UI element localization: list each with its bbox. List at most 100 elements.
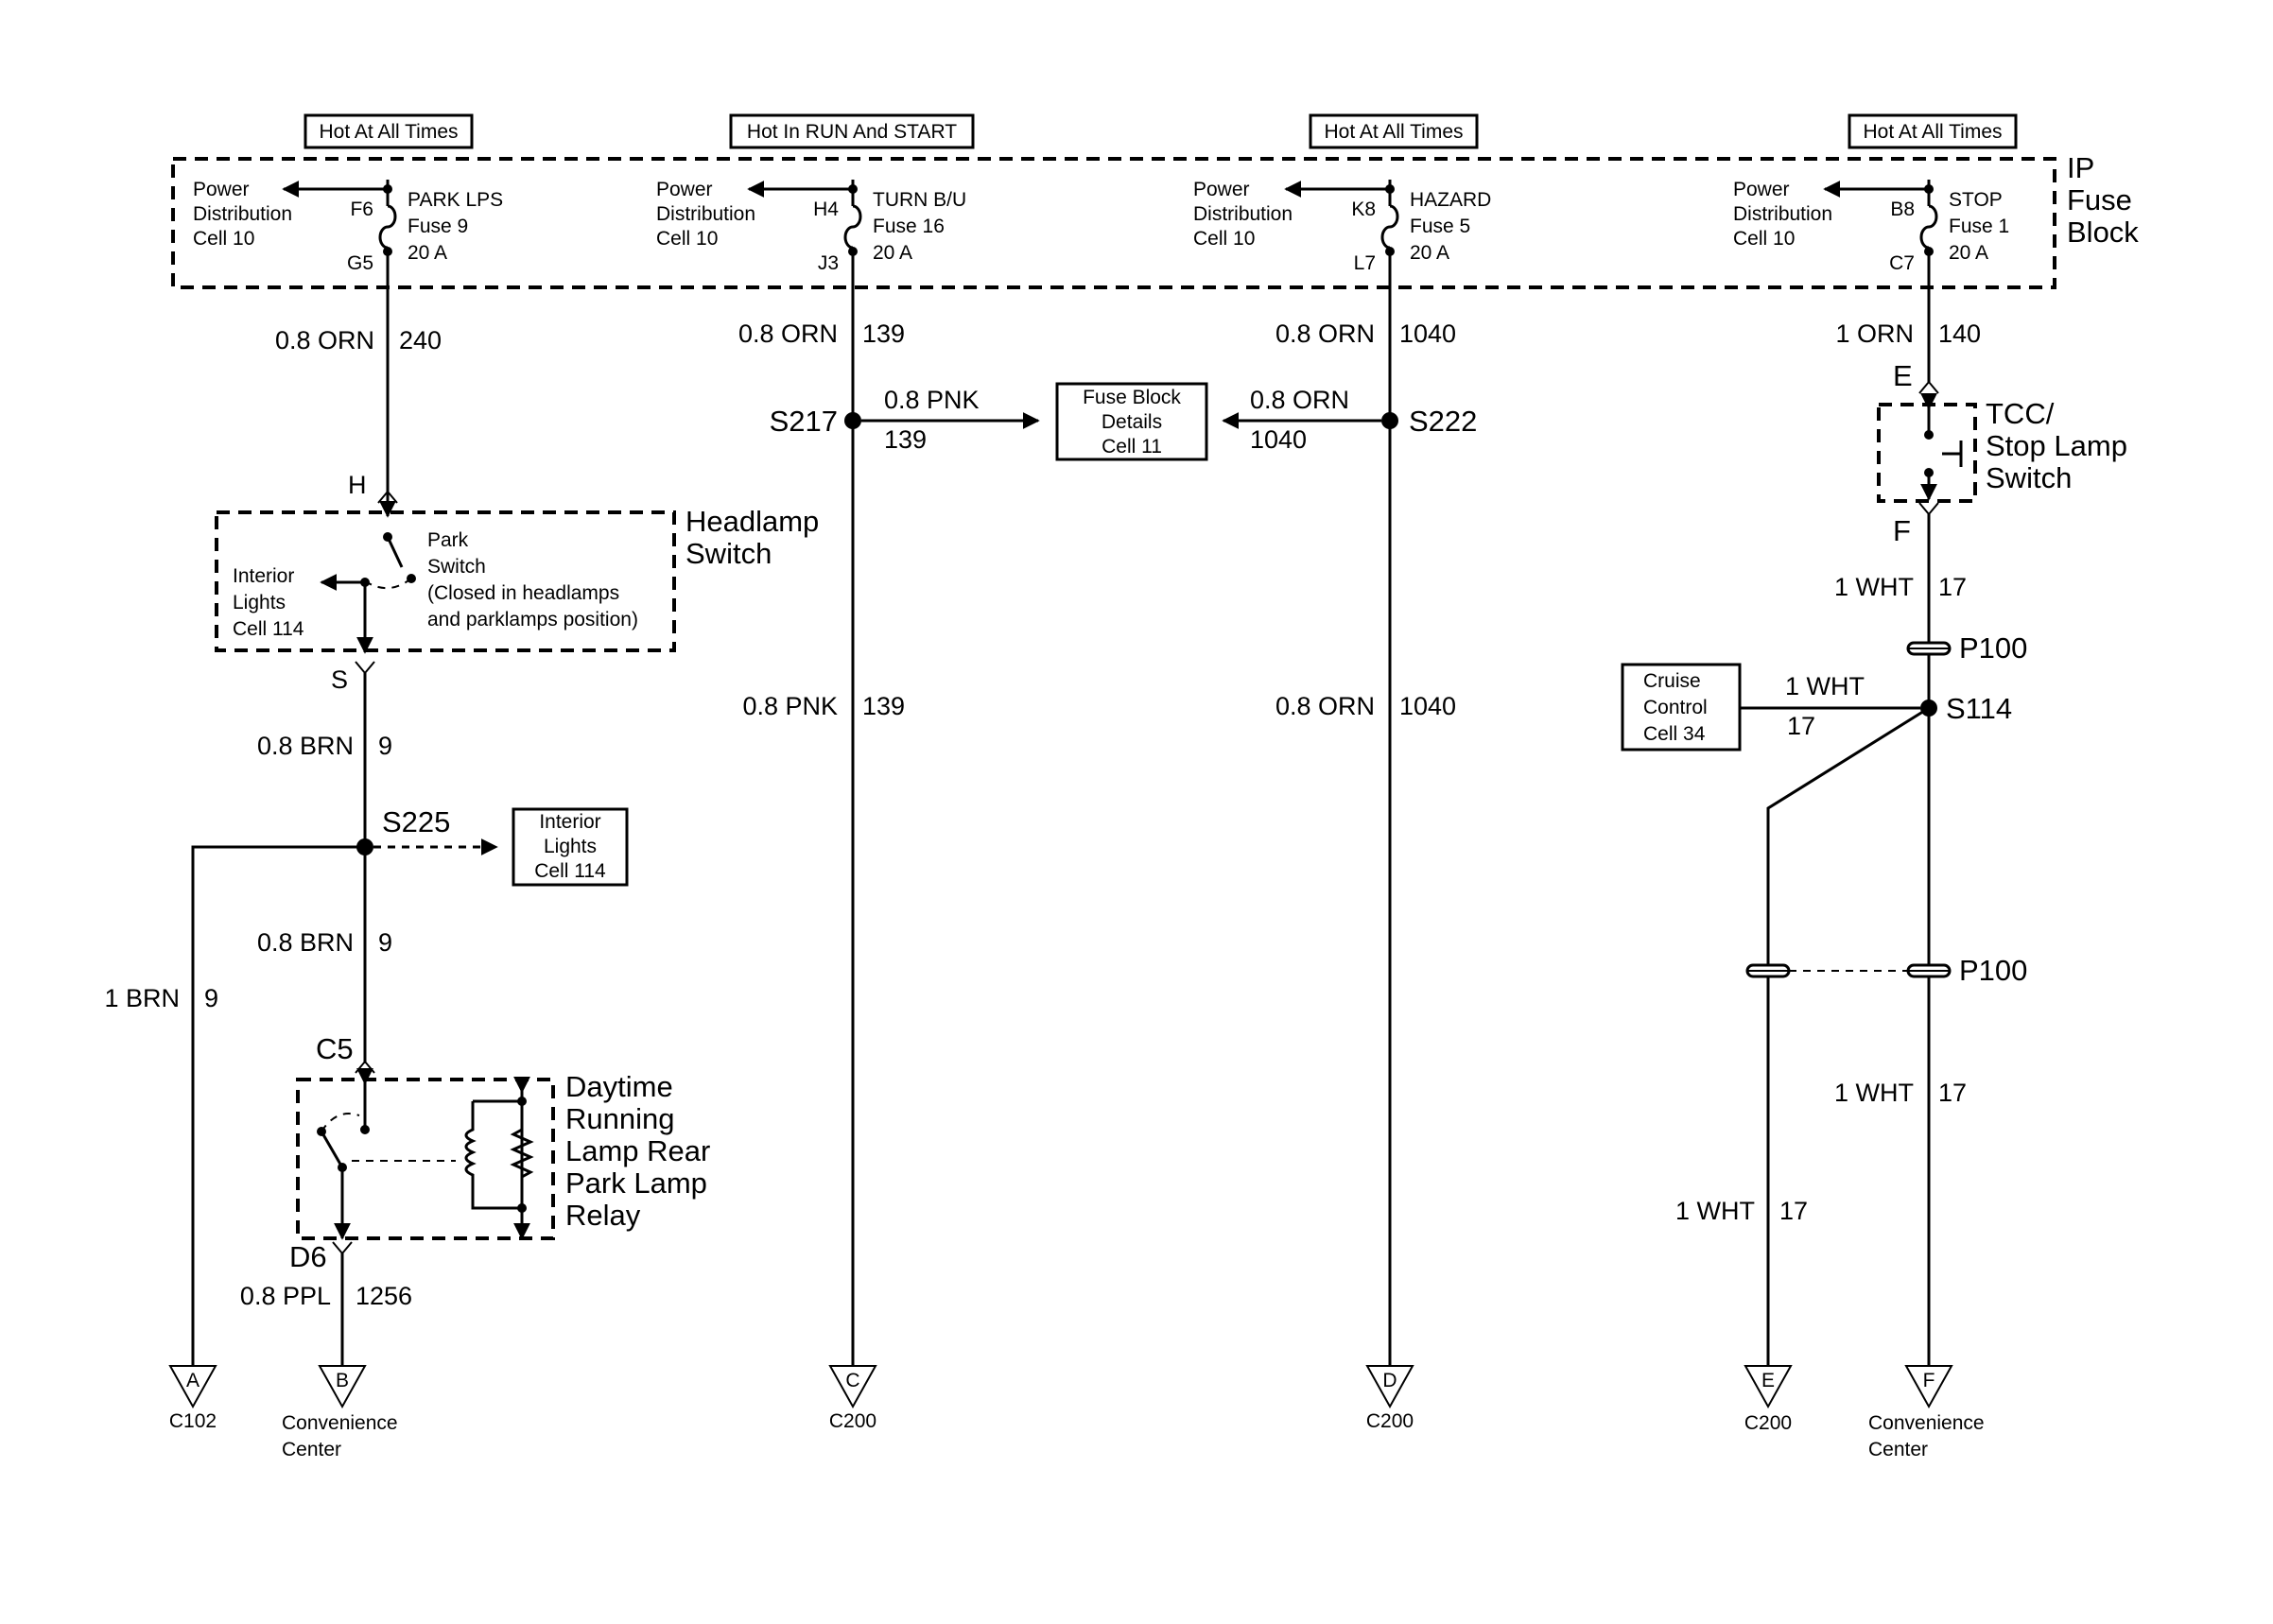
interior-lights-ref: Interior Lights Cell 114: [512, 807, 629, 887]
svg-text:C200: C200: [1366, 1410, 1414, 1432]
svg-text:Center: Center: [1868, 1439, 1928, 1460]
svg-text:B8: B8: [1890, 199, 1915, 220]
connector-s: S: [331, 661, 375, 694]
headlamp-switch: Headlamp Switch Interior Lights Cell 114…: [215, 500, 819, 654]
connector-f: F: [1893, 502, 1939, 547]
svg-text:C7: C7: [1889, 252, 1915, 274]
terminal-d-c200: D C200: [1365, 1365, 1414, 1432]
svg-text:Interior: Interior: [539, 811, 600, 833]
svg-text:S114: S114: [1946, 692, 2012, 725]
terminal-b-convenience-center: B Convenience Center: [282, 1365, 398, 1460]
splice-s114: S114 1 WHT 17: [1721, 672, 2012, 1366]
svg-text:Distribution: Distribution: [1733, 203, 1832, 225]
svg-text:Distribution: Distribution: [193, 203, 292, 225]
splice-s222: S222 0.8 ORN 1040: [1222, 386, 1477, 454]
svg-text:Distribution: Distribution: [656, 203, 755, 225]
connector-e: E: [1893, 359, 1939, 394]
svg-text:PARK LPS: PARK LPS: [408, 189, 503, 211]
svg-text:0.8 BRN: 0.8 BRN: [257, 732, 354, 760]
tcc-stop-lamp-switch: TCC/ Stop Lamp Switch: [1877, 392, 2127, 503]
svg-text:20 A: 20 A: [408, 242, 447, 264]
svg-text:Cruise: Cruise: [1643, 670, 1701, 692]
wire-label-9-left: 1 BRN 9: [104, 984, 218, 1012]
svg-text:Fuse 16: Fuse 16: [873, 216, 945, 237]
svg-text:1 ORN: 1 ORN: [1835, 320, 1914, 348]
terminal-c-c200: C C200: [828, 1365, 877, 1432]
splice-s217: S217 0.8 PNK 139: [770, 386, 1040, 454]
svg-text:Fuse 1: Fuse 1: [1949, 216, 2009, 237]
svg-text:Distribution: Distribution: [1193, 203, 1293, 225]
svg-text:TCC/: TCC/: [1986, 397, 2055, 430]
wire-label-139-top: 0.8 ORN 139: [738, 320, 905, 348]
svg-text:Switch: Switch: [685, 537, 772, 570]
fuse-block-boundary: [171, 157, 2056, 289]
svg-text:1 WHT: 1 WHT: [1675, 1197, 1755, 1225]
svg-text:20 A: 20 A: [1949, 242, 1988, 264]
terminal-a-c102: A C102: [168, 1365, 217, 1432]
fuse-park-lps: Power Distribution Cell 10 F6 G5 PARK LP…: [193, 179, 503, 501]
svg-text:0.8 ORN: 0.8 ORN: [1250, 386, 1349, 414]
svg-text:Fuse 5: Fuse 5: [1410, 216, 1470, 237]
svg-text:F: F: [1923, 1370, 1935, 1391]
svg-text:17: 17: [1779, 1197, 1808, 1225]
svg-text:17: 17: [1787, 712, 1815, 740]
fuse-stop: Power Distribution Cell 10 B8 C7 STOP Fu…: [1733, 179, 2009, 382]
svg-text:HAZARD: HAZARD: [1410, 189, 1491, 211]
wire-label-9-lower: 0.8 BRN 9: [257, 928, 392, 957]
svg-text:0.8 PNK: 0.8 PNK: [884, 386, 980, 414]
svg-text:(Closed in headlamps: (Closed in headlamps: [427, 582, 619, 604]
svg-text:Convenience: Convenience: [282, 1412, 398, 1434]
svg-text:Hot At All Times: Hot At All Times: [1324, 121, 1463, 143]
svg-text:D6: D6: [289, 1240, 327, 1273]
hot-label-2: Hot In RUN And START: [729, 113, 975, 149]
svg-text:139: 139: [884, 425, 927, 454]
svg-text:Lights: Lights: [544, 836, 597, 857]
svg-text:20 A: 20 A: [873, 242, 912, 264]
fuse-block-title-2: Fuse: [2067, 183, 2132, 216]
wire-label-1040-top: 0.8 ORN 1040: [1275, 320, 1456, 348]
svg-text:0.8 ORN: 0.8 ORN: [275, 326, 374, 354]
svg-text:Headlamp: Headlamp: [685, 505, 819, 538]
svg-text:0.8 BRN: 0.8 BRN: [257, 928, 354, 957]
drl-relay: Daytime Running Lamp Rear Park Lamp Rela…: [296, 1067, 710, 1240]
inline-connector-p100-lower: P100: [1745, 954, 2027, 987]
svg-text:Cell 10: Cell 10: [1193, 228, 1255, 250]
hot-label-3: Hot At All Times: [1309, 113, 1479, 149]
svg-text:Hot At All Times: Hot At All Times: [319, 121, 458, 143]
svg-text:Details: Details: [1102, 411, 1162, 433]
svg-text:Cell 114: Cell 114: [534, 860, 606, 882]
svg-text:C5: C5: [316, 1032, 354, 1065]
svg-text:140: 140: [1938, 320, 1981, 348]
svg-text:Cell 114: Cell 114: [233, 618, 304, 640]
svg-text:139: 139: [862, 320, 905, 348]
svg-text:0.8 PNK: 0.8 PNK: [742, 692, 838, 720]
svg-text:and parklamps position): and parklamps position): [427, 609, 638, 631]
svg-text:17: 17: [1938, 1079, 1967, 1107]
svg-text:C200: C200: [1744, 1412, 1792, 1434]
svg-text:Cell 10: Cell 10: [656, 228, 718, 250]
fuse-turn-bu: Power Distribution Cell 10 H4 J3 TURN B/…: [656, 179, 966, 1366]
svg-text:Control: Control: [1643, 697, 1708, 718]
svg-text:TURN B/U: TURN B/U: [873, 189, 966, 211]
svg-text:S222: S222: [1409, 405, 1477, 438]
svg-text:F: F: [1893, 514, 1911, 547]
svg-text:0.8 ORN: 0.8 ORN: [738, 320, 838, 348]
wire-label-9-upper: 0.8 BRN 9: [257, 732, 392, 760]
svg-text:B: B: [336, 1370, 349, 1391]
svg-text:Lamp Rear: Lamp Rear: [565, 1134, 710, 1167]
svg-text:1040: 1040: [1250, 425, 1307, 454]
svg-text:0.8 PPL: 0.8 PPL: [240, 1282, 331, 1310]
svg-text:Interior: Interior: [233, 565, 294, 587]
svg-text:1 WHT: 1 WHT: [1834, 573, 1914, 601]
svg-text:Cell 10: Cell 10: [193, 228, 254, 250]
svg-text:240: 240: [399, 326, 442, 354]
svg-text:P100: P100: [1959, 631, 2027, 665]
svg-text:C: C: [845, 1370, 859, 1391]
fuse-block-details-ref: Fuse Block Details Cell 11: [1055, 382, 1208, 461]
svg-text:0.8 ORN: 0.8 ORN: [1275, 692, 1375, 720]
svg-text:F6: F6: [350, 199, 373, 220]
fuse-hazard: Power Distribution Cell 10 K8 L7 HAZARD …: [1193, 179, 1491, 1366]
svg-text:P100: P100: [1959, 954, 2027, 987]
splice-s225: S225: [191, 805, 498, 1366]
svg-text:S217: S217: [770, 405, 838, 438]
